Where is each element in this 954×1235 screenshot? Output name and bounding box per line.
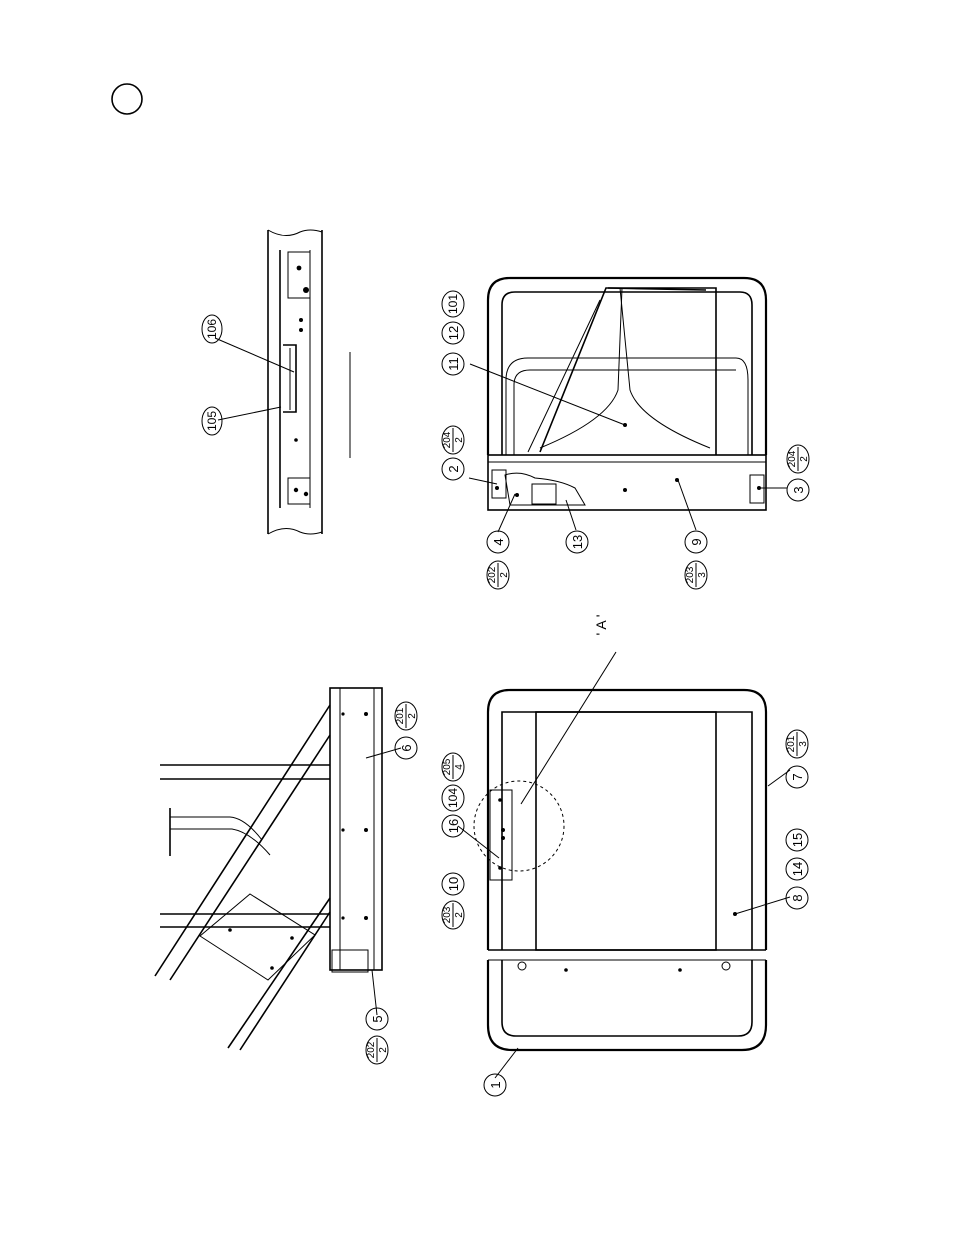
callout-1-label: 1 bbox=[488, 1081, 503, 1088]
callout-16-label: 16 bbox=[446, 819, 461, 833]
fraction-callout-202-2-lower: 202 2 bbox=[366, 1036, 389, 1064]
svg-text:4: 4 bbox=[454, 764, 465, 770]
callout-8: 8 bbox=[786, 887, 808, 909]
callout-8-label: 8 bbox=[790, 894, 805, 901]
svg-text:2: 2 bbox=[407, 713, 418, 719]
callout-105-label: 105 bbox=[205, 411, 219, 431]
callout-11-label: 11 bbox=[446, 357, 461, 371]
svg-text:204: 204 bbox=[442, 431, 453, 448]
svg-text:202: 202 bbox=[487, 566, 498, 583]
callout-14-label: 14 bbox=[790, 862, 805, 876]
callout-6-label: 6 bbox=[399, 744, 414, 751]
callout-104: 104 bbox=[442, 785, 464, 811]
fraction-callout-202-2-upper: 202 2 bbox=[487, 561, 510, 589]
fraction-callout-204-2-upper: 204 2 bbox=[442, 426, 465, 454]
callout-6: 6 bbox=[395, 737, 417, 759]
callout-7: 7 bbox=[786, 766, 808, 788]
callout-12-label: 12 bbox=[446, 326, 461, 340]
fraction-callout-201-3: 201 3 bbox=[786, 730, 809, 758]
section-marker bbox=[112, 84, 142, 114]
svg-text:205: 205 bbox=[442, 758, 453, 775]
svg-text:201: 201 bbox=[786, 735, 797, 752]
fraction-callout-203-3: 203 3 bbox=[685, 561, 708, 589]
svg-text:2: 2 bbox=[799, 456, 810, 462]
svg-text:2: 2 bbox=[378, 1047, 389, 1053]
svg-text:3: 3 bbox=[697, 572, 708, 578]
callout-9-label: 9 bbox=[689, 538, 704, 545]
callout-106: 106 bbox=[202, 315, 222, 343]
fraction-callout-205-4: 205 4 bbox=[442, 753, 465, 781]
callout-9: 9 bbox=[685, 531, 707, 553]
callout-16: 16 bbox=[442, 815, 464, 837]
callout-10-label: 10 bbox=[446, 877, 461, 891]
svg-text:2: 2 bbox=[499, 572, 510, 578]
svg-text:2: 2 bbox=[454, 437, 465, 443]
svg-text:' A ': ' A ' bbox=[593, 615, 609, 636]
callout-3: 3 bbox=[787, 479, 809, 501]
callout-106-label: 106 bbox=[205, 319, 219, 339]
fraction-callout-204-2-lower: 204 2 bbox=[787, 445, 810, 473]
callout-15: 15 bbox=[786, 829, 808, 851]
callout-7-label: 7 bbox=[790, 773, 805, 780]
side-view bbox=[155, 688, 382, 1050]
callout-10: 10 bbox=[442, 873, 464, 895]
fraction-callout-201-2: 201 2 bbox=[395, 702, 418, 730]
front-view-top bbox=[488, 278, 766, 510]
callout-4: 4 bbox=[487, 531, 509, 553]
svg-text:203: 203 bbox=[685, 566, 696, 583]
callout-15-label: 15 bbox=[790, 833, 805, 847]
callout-14: 14 bbox=[786, 858, 808, 880]
svg-text:3: 3 bbox=[798, 741, 809, 747]
detail-rail-view bbox=[268, 230, 350, 534]
callout-4-label: 4 bbox=[491, 538, 506, 545]
callout-105: 105 bbox=[202, 407, 222, 435]
view-label-a-text: A bbox=[593, 620, 609, 630]
svg-text:202: 202 bbox=[366, 1041, 377, 1058]
callout-3-label: 3 bbox=[791, 486, 806, 493]
svg-text:204: 204 bbox=[787, 450, 798, 467]
callout-11: 11 bbox=[442, 353, 464, 375]
callout-5-label: 5 bbox=[370, 1015, 385, 1022]
callout-104-label: 104 bbox=[446, 788, 460, 808]
callout-2-label: 2 bbox=[446, 465, 461, 472]
callout-2: 2 bbox=[442, 458, 464, 480]
view-label-a: ' A ' bbox=[593, 615, 609, 636]
callout-101-label: 101 bbox=[446, 294, 460, 314]
callout-12: 12 bbox=[442, 322, 464, 344]
svg-text:203: 203 bbox=[442, 906, 453, 923]
callout-101: 101 bbox=[442, 291, 464, 317]
svg-text:201: 201 bbox=[395, 707, 406, 724]
callout-13: 13 bbox=[566, 531, 588, 553]
top-view-bottom bbox=[474, 690, 766, 1050]
callout-13-label: 13 bbox=[570, 535, 585, 549]
svg-text:2: 2 bbox=[454, 912, 465, 918]
fraction-callout-203-2: 203 2 bbox=[442, 901, 465, 929]
